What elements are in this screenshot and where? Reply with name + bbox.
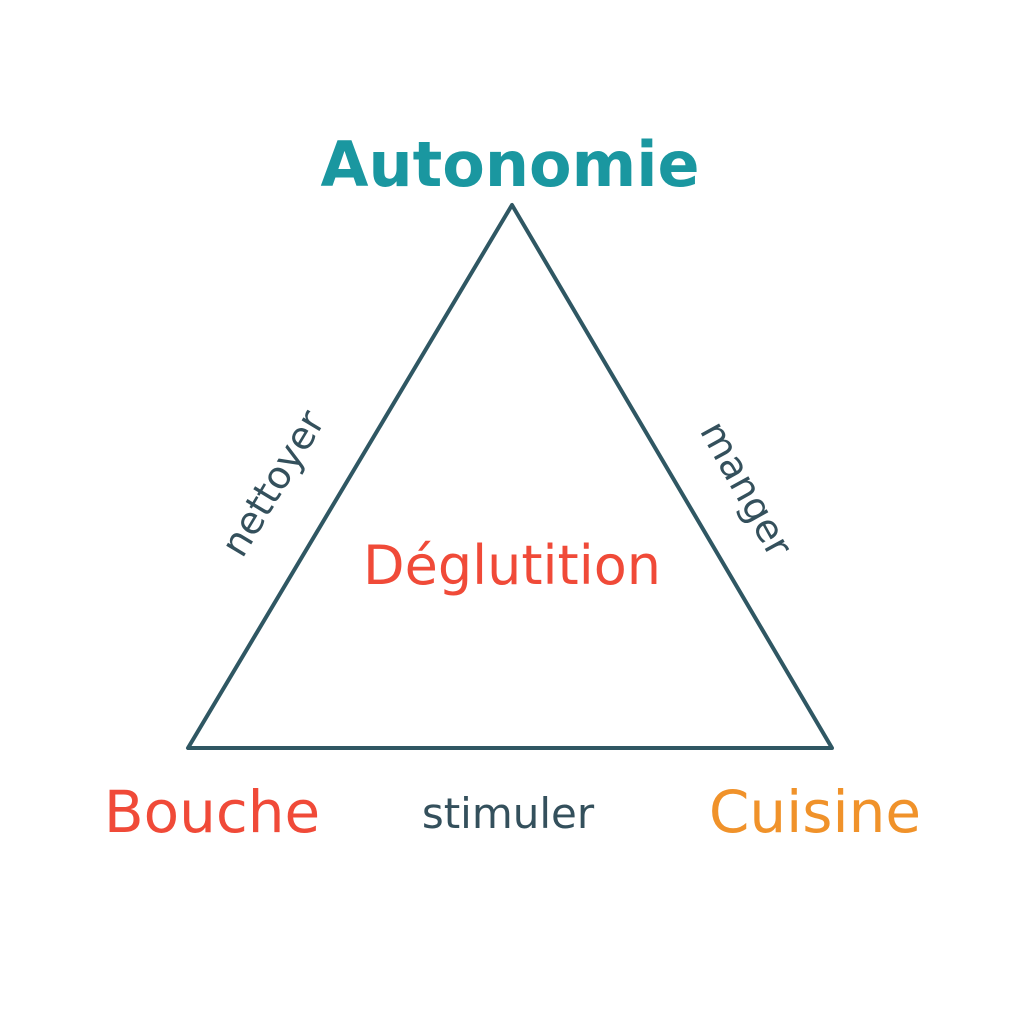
bottom-right-label: Cuisine (709, 778, 921, 846)
right-edge-label: manger (691, 414, 801, 565)
center-label: Déglutition (363, 534, 661, 597)
bottom-edge-label: stimuler (422, 789, 595, 838)
top-label: Autonomie (321, 128, 700, 201)
triangle-shape (186, 203, 834, 750)
left-edge-label: nettoyer (212, 402, 333, 564)
bottom-left-label: Bouche (104, 778, 320, 846)
